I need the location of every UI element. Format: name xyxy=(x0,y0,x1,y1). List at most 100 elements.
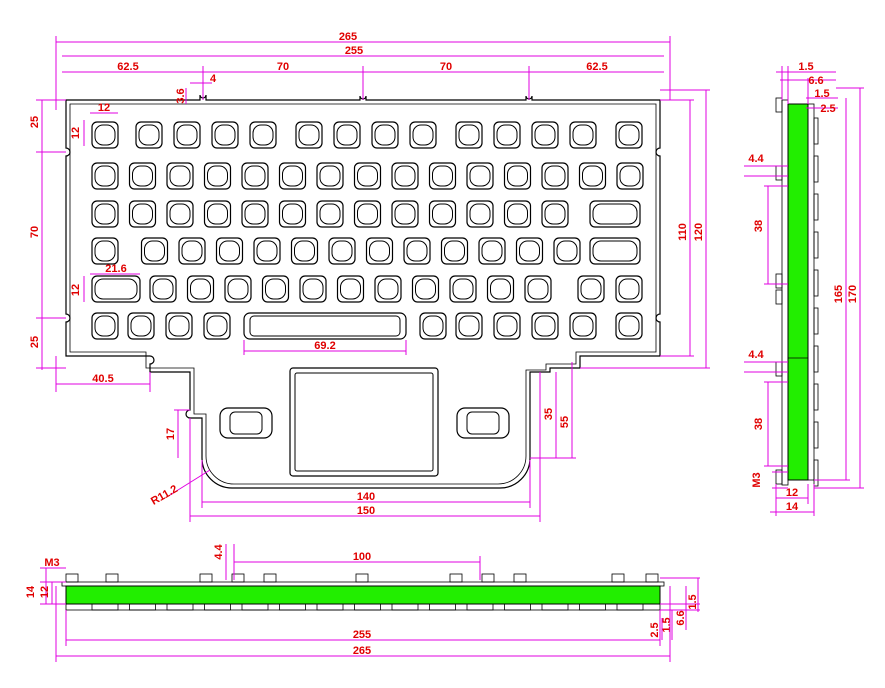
side-key-profile xyxy=(813,383,819,411)
key xyxy=(553,237,581,265)
key xyxy=(616,162,644,190)
key-grid xyxy=(91,121,644,340)
side-screw xyxy=(775,97,783,113)
bottom-dim-4-4: 4.4 xyxy=(213,543,225,559)
dim-key-width: 12 xyxy=(98,102,110,114)
bottom-key-profile xyxy=(204,603,231,611)
dim-space-bar: 69.2 xyxy=(314,340,335,352)
dim-right-inner: 110 xyxy=(677,223,689,241)
bottom-key-profile xyxy=(279,603,306,611)
side-dim-170: 170 xyxy=(847,285,859,303)
bottom-screws xyxy=(65,573,659,583)
side-key-profile xyxy=(813,117,819,145)
key xyxy=(241,200,269,228)
key xyxy=(578,162,607,190)
key xyxy=(203,200,232,228)
key xyxy=(178,237,206,265)
side-screw xyxy=(775,361,783,377)
key xyxy=(91,237,119,265)
dim-seg-right: 62.5 xyxy=(586,61,607,73)
key xyxy=(166,200,194,228)
dim-right-outer: 120 xyxy=(693,223,705,241)
side-dim-38b: 38 xyxy=(753,418,765,430)
key xyxy=(149,275,177,303)
bottom-screw xyxy=(199,573,213,583)
bottom-dim-265: 265 xyxy=(353,645,371,657)
key xyxy=(541,200,569,228)
bottom-screw xyxy=(645,573,659,583)
bottom-screw xyxy=(231,573,245,583)
bottom-dim-m3: M3 xyxy=(44,557,59,569)
bottom-key-profile xyxy=(579,603,606,611)
side-key-profile xyxy=(813,193,819,221)
key xyxy=(569,312,597,340)
key xyxy=(166,162,194,190)
key xyxy=(524,275,552,303)
dim-lower-outer-w: 150 xyxy=(357,505,375,517)
key xyxy=(215,237,244,265)
side-dim-165: 165 xyxy=(833,285,845,303)
dim-seg-left: 62.5 xyxy=(117,61,138,73)
dim-lower-inner-w: 140 xyxy=(357,491,375,503)
key xyxy=(478,237,506,265)
dim-key-height: 12 xyxy=(70,127,82,139)
key xyxy=(615,121,643,149)
side-dim-4-4a: 4.4 xyxy=(748,153,764,165)
key xyxy=(278,200,307,228)
bottom-dim-14: 14 xyxy=(25,585,37,598)
side-dim-4-4b: 4.4 xyxy=(748,349,764,361)
side-dim-12: 12 xyxy=(786,487,798,499)
dim-pad-height: 35 xyxy=(543,408,555,420)
key xyxy=(203,312,231,340)
side-key-profile xyxy=(813,459,819,487)
key xyxy=(165,312,193,340)
front-view xyxy=(65,94,661,489)
key xyxy=(531,312,559,340)
dim-seg-mid2: 70 xyxy=(440,61,452,73)
key xyxy=(135,121,163,149)
key-wide xyxy=(91,275,141,303)
bottom-key-profile xyxy=(166,603,194,611)
bottom-dim-255: 255 xyxy=(353,629,371,641)
key xyxy=(241,162,269,190)
bottom-key-profile xyxy=(316,603,344,611)
side-key-profiles xyxy=(813,117,819,487)
key xyxy=(371,121,399,149)
bottom-dim-6-6: 6.6 xyxy=(675,610,687,625)
touchpad xyxy=(289,367,439,477)
dim-left-mid: 70 xyxy=(29,226,41,238)
key xyxy=(173,121,201,149)
dim-left-bottom: 25 xyxy=(29,336,41,348)
side-pcb xyxy=(787,103,809,481)
bottom-dim-1-5b: 1.5 xyxy=(687,594,699,609)
bottom-key-profile xyxy=(429,603,456,611)
bottom-key-profile xyxy=(354,603,381,611)
side-key-profile xyxy=(813,307,819,335)
key xyxy=(403,237,431,265)
key xyxy=(440,237,469,265)
key xyxy=(211,121,239,149)
bottom-dim-100: 100 xyxy=(353,551,371,563)
key xyxy=(493,312,521,340)
bottom-key-profile xyxy=(541,603,569,611)
key xyxy=(91,200,119,228)
key xyxy=(328,237,356,265)
bottom-screw xyxy=(105,573,119,583)
key xyxy=(278,162,307,190)
bottom-view: M3 14 12 4.4 100 2.5 1.5 6.6 1.5 255 265 xyxy=(25,543,700,662)
dim-notch-depth: 3.6 xyxy=(175,88,187,103)
key xyxy=(466,162,494,190)
side-screw xyxy=(775,165,783,181)
key xyxy=(186,275,215,303)
key-wide xyxy=(589,200,641,228)
key xyxy=(428,200,457,228)
side-screw xyxy=(775,289,783,305)
dim-ear-width: 40.5 xyxy=(92,373,113,385)
key xyxy=(486,275,515,303)
bottom-screw xyxy=(481,573,495,583)
key xyxy=(391,162,419,190)
key xyxy=(316,200,344,228)
side-dim-2-5: 2.5 xyxy=(820,103,835,115)
key xyxy=(515,237,544,265)
